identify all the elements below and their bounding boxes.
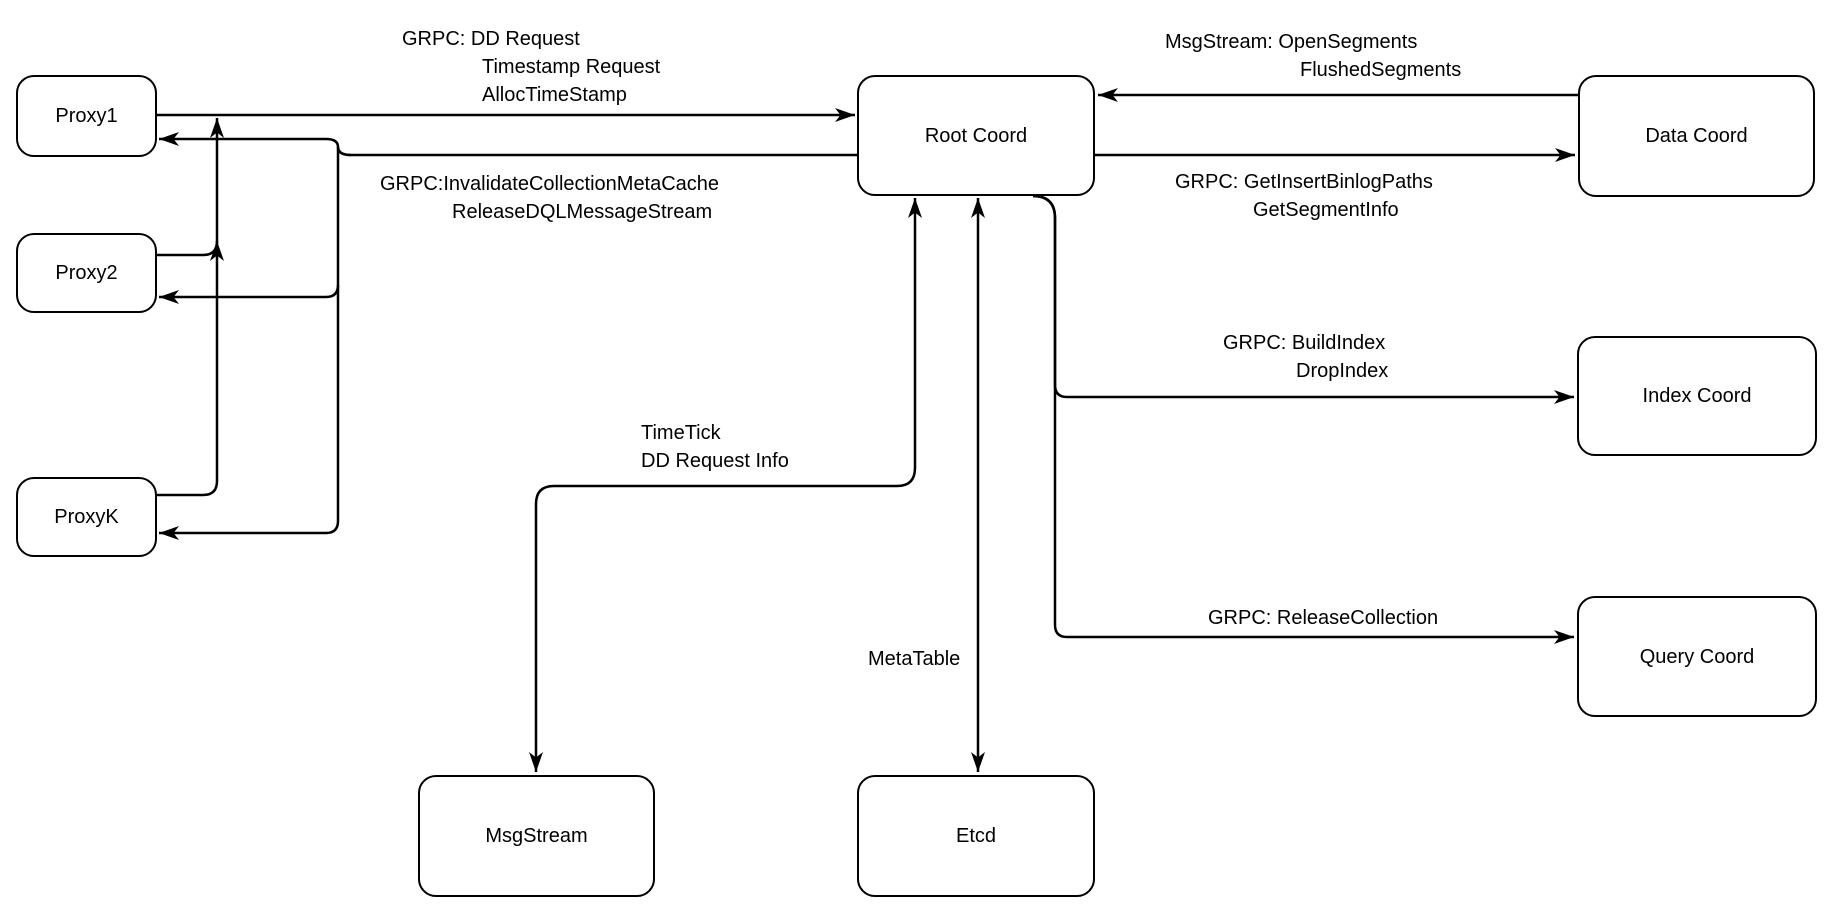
edge-label-line: Timestamp Request (482, 56, 661, 78)
edge-label-line: GRPC: BuildIndex (1223, 332, 1386, 354)
edge-label-line: GRPC:InvalidateCollectionMetaCache (380, 173, 720, 195)
edge-label-line: GetSegmentInfo (1253, 199, 1399, 221)
edge-proxyk-merge-up (157, 118, 224, 497)
edge-label-root-to-proxy: GRPC:InvalidateCollectionMetaCache Relea… (380, 170, 719, 226)
edge-label-line: MsgStream: OpenSegments (1165, 31, 1418, 53)
edge-label-line: GRPC: DD Request (402, 28, 580, 50)
edge-proxy2-merge-up (157, 240, 224, 262)
node-proxy1-label: Proxy1 (55, 105, 118, 127)
edge-label-proxy-to-root: GRPC: DD Request Timestamp Request Alloc… (402, 25, 660, 109)
edge-rootcoord-msgstream-bidirectional (529, 198, 922, 772)
node-data-coord: Data Coord (1578, 75, 1815, 197)
edge-rootcoord-to-proxyk (159, 285, 340, 540)
node-etcd-label: Etcd (955, 825, 997, 847)
edge-rootcoord-to-proxy1 (159, 132, 857, 157)
edge-label-root-to-data: GRPC: GetInsertBinlogPaths GetSegmentInf… (1175, 168, 1433, 224)
edge-label-line: DropIndex (1296, 360, 1389, 382)
edge-label-line: TimeTick (641, 422, 721, 444)
node-index-coord-label: Index Coord (1642, 385, 1752, 407)
edge-label-root-to-etcd: MetaTable (868, 645, 960, 673)
edge-label-line: FlushedSegments (1300, 59, 1462, 81)
node-msgstream-label: MsgStream (485, 825, 588, 847)
node-root-coord: Root Coord (857, 75, 1095, 196)
edge-rootcoord-to-querycoord (1032, 194, 1574, 644)
node-query-coord-label: Query Coord (1639, 645, 1755, 668)
node-root-coord-label: Root Coord (924, 124, 1028, 147)
edge-label-line: ReleaseDQLMessageStream (452, 201, 713, 223)
node-proxyk-label: ProxyK (54, 506, 119, 528)
edge-label-line: MetaTable (868, 648, 961, 670)
node-msgstream: MsgStream (418, 775, 655, 897)
node-proxy2-label: Proxy2 (55, 262, 118, 284)
edge-label-root-to-index: GRPC: BuildIndex DropIndex (1223, 329, 1388, 385)
edge-label-root-to-msgstream: TimeTick DD Request Info (641, 419, 789, 475)
node-proxy1: Proxy1 (16, 75, 157, 157)
node-etcd: Etcd (857, 775, 1095, 897)
edge-label-data-to-root: MsgStream: OpenSegments FlushedSegments (1165, 28, 1461, 84)
edge-label-line: GRPC: ReleaseCollection (1208, 607, 1439, 629)
edge-label-line: GRPC: GetInsertBinlogPaths (1175, 171, 1433, 193)
edge-rootcoord-to-proxy2 (159, 146, 352, 304)
node-proxyk: ProxyK (16, 477, 157, 557)
edge-label-root-to-query: GRPC: ReleaseCollection (1208, 604, 1438, 632)
node-data-coord-label: Data Coord (1645, 125, 1748, 147)
node-query-coord: Query Coord (1577, 596, 1817, 717)
node-index-coord: Index Coord (1577, 336, 1817, 456)
edge-label-line: AllocTimeStamp (482, 84, 627, 106)
node-proxy2: Proxy2 (16, 233, 157, 313)
edge-label-line: DD Request Info (641, 450, 789, 472)
